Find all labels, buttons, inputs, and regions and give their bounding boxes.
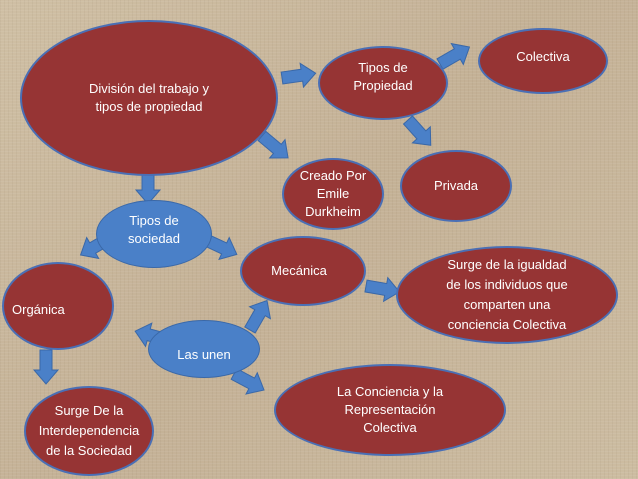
node-colectiva-text: Colectiva xyxy=(516,49,570,64)
node-organica: Orgánica xyxy=(2,262,114,350)
node-conciencia: La Conciencia y la Representación Colect… xyxy=(274,364,506,456)
node-surge-interdependencia-text: Surge De la Interdependencia de la Socie… xyxy=(38,403,140,458)
arrow-to-privada xyxy=(398,111,441,154)
node-tipos-propiedad: Tipos de Propiedad xyxy=(318,46,448,120)
node-las-unen: Las unen xyxy=(148,320,260,378)
node-creado-por-text: Creado Por Emile Durkheim xyxy=(299,168,367,219)
arrow-division-to-tipos-propiedad xyxy=(279,60,318,91)
arrow-to-surge-interdependencia xyxy=(33,349,59,385)
node-organica-text: Orgánica xyxy=(12,302,65,317)
node-creado-por: Creado Por Emile Durkheim xyxy=(282,158,384,230)
node-tipos-sociedad-text: Tipos de sociedad xyxy=(127,213,181,246)
node-division-text: División del trabajo y tipos de propieda… xyxy=(89,81,209,114)
node-las-unen-text: Las unen xyxy=(177,347,231,362)
node-privada: Privada xyxy=(400,150,512,222)
node-surge-igualdad-text: Surge de la igualdad de los individuos q… xyxy=(446,257,568,332)
node-surge-interdependencia: Surge De la Interdependencia de la Socie… xyxy=(24,386,154,476)
node-tipos-propiedad-text: Tipos de Propiedad xyxy=(353,60,413,93)
node-mecanica: Mecánica xyxy=(240,236,366,306)
node-privada-text: Privada xyxy=(433,178,479,193)
node-tipos-sociedad: Tipos de sociedad xyxy=(96,200,212,268)
node-division: División del trabajo y tipos de propieda… xyxy=(20,20,278,176)
node-surge-igualdad: Surge de la igualdad de los individuos q… xyxy=(396,246,618,344)
node-conciencia-text: La Conciencia y la Representación Colect… xyxy=(336,384,444,435)
node-colectiva: Colectiva xyxy=(478,28,608,94)
node-mecanica-text: Mecánica xyxy=(271,263,327,278)
